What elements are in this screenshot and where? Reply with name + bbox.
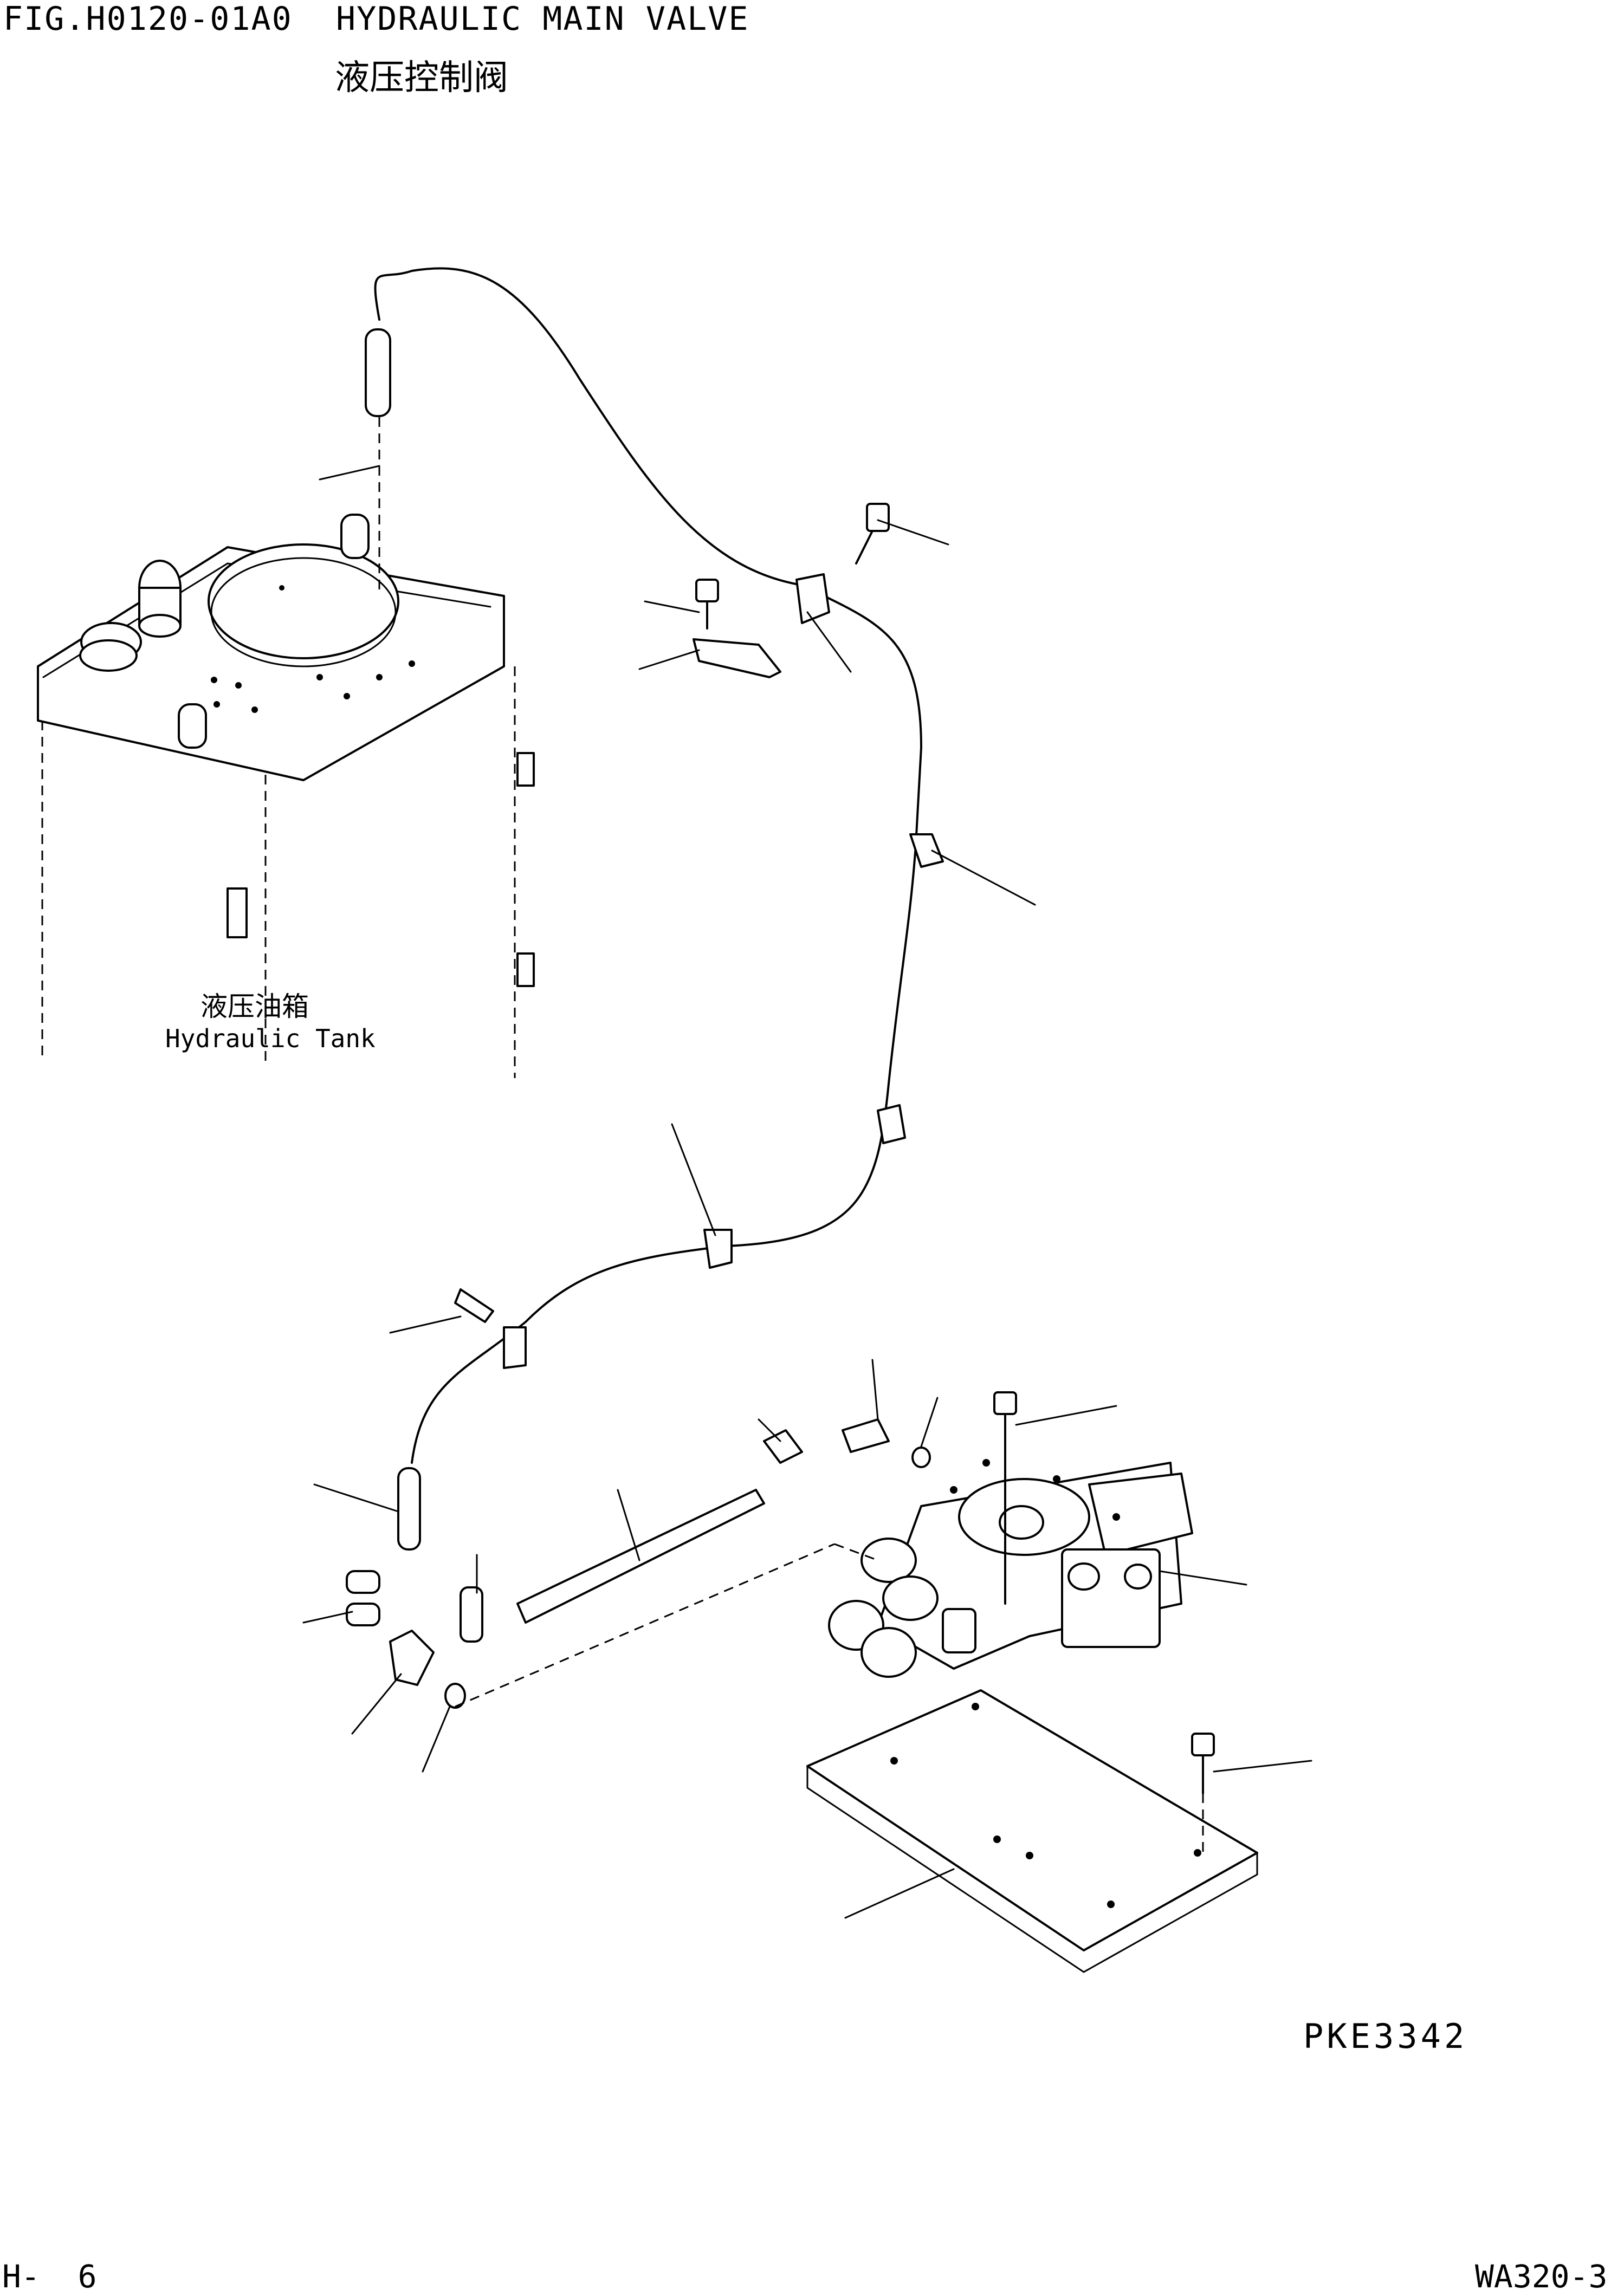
leader-lines bbox=[302, 465, 1312, 1919]
figure-title-chinese: 液压控制阀 bbox=[335, 58, 508, 98]
control-cable bbox=[365, 267, 922, 1551]
upper-clamps bbox=[693, 503, 944, 1269]
model-number: WA320-3 bbox=[1475, 2258, 1608, 2295]
lower-left-fittings bbox=[346, 1288, 527, 1709]
figure-title-english: HYDRAULIC MAIN VALVE bbox=[336, 0, 749, 38]
drawing-id: PKE3342 bbox=[1303, 2016, 1468, 2056]
tank-label-chinese: 液压油箱 bbox=[200, 991, 309, 1022]
figure-id: FIG.H0120-01A0 bbox=[3, 0, 293, 38]
mounting-plate bbox=[806, 1689, 1258, 1973]
connection-dashes bbox=[378, 417, 1204, 1858]
main-control-valve bbox=[763, 1391, 1193, 1678]
page-number: H- 6 bbox=[2, 2258, 97, 2295]
hydraulic-tank bbox=[37, 514, 535, 1078]
tank-label-english: Hydraulic Tank bbox=[165, 1024, 376, 1053]
tie-rod bbox=[516, 1489, 765, 1624]
